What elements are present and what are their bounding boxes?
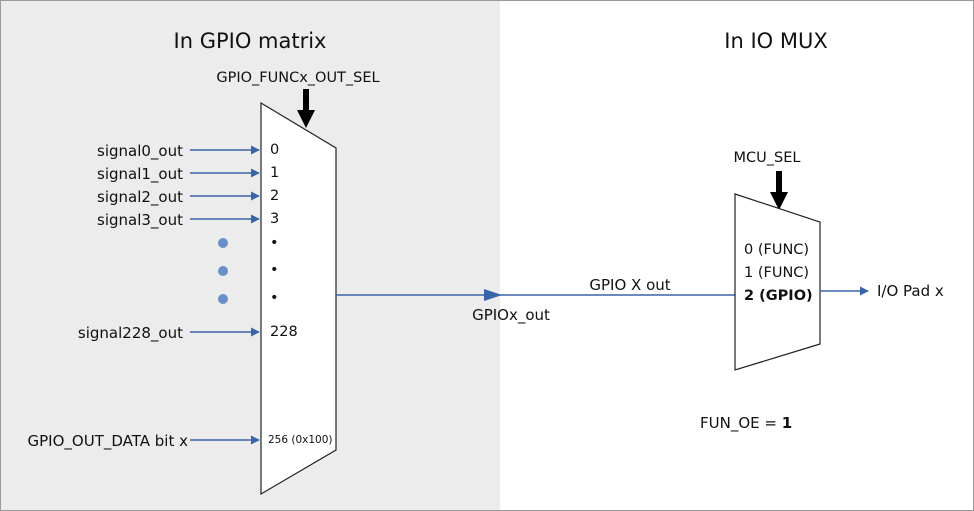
fun-oe-value: 1 bbox=[782, 414, 792, 432]
signal3-label: signal3_out bbox=[97, 211, 183, 230]
io-mux-box bbox=[734, 193, 821, 371]
signal2-label: signal2_out bbox=[97, 188, 183, 207]
fun-oe-note: FUN_OE = 1 bbox=[700, 414, 792, 433]
gpiox-out-arrowhead bbox=[484, 289, 502, 301]
ellipsis-dot-2: • bbox=[270, 262, 279, 278]
port-256-label: 256 (0x100) bbox=[268, 434, 333, 446]
mcu-sel-arrow bbox=[770, 171, 788, 210]
signal-ellipsis-dot-1 bbox=[218, 238, 228, 248]
port-228-label: 228 bbox=[270, 324, 298, 340]
port-3-label: 3 bbox=[270, 211, 279, 227]
port-0-label: 0 bbox=[270, 142, 279, 158]
mcu-sel-label: MCU_SEL bbox=[734, 150, 801, 166]
gpio-matrix-mux bbox=[260, 101, 337, 496]
signal-ellipsis-dot-2 bbox=[218, 266, 228, 276]
io-mux-input-2: 2 (GPIO) bbox=[744, 288, 813, 304]
gpio-matrix-region bbox=[0, 0, 500, 511]
signal1-label: signal1_out bbox=[97, 165, 183, 184]
io-pad-label: I/O Pad x bbox=[877, 282, 944, 300]
gpiox-out-label: GPIOx_out bbox=[472, 306, 550, 325]
io-mux-title: In IO MUX bbox=[724, 29, 827, 53]
port-2-label: 2 bbox=[270, 188, 279, 204]
gpio-x-out-label: GPIO X out bbox=[589, 276, 670, 294]
ellipsis-dot-1: • bbox=[270, 235, 279, 251]
gpio-matrix-title: In GPIO matrix bbox=[174, 29, 327, 53]
io-mux-input-0: 0 (FUNC) bbox=[744, 242, 809, 258]
signal0-label: signal0_out bbox=[97, 142, 183, 161]
io-mux-input-1: 1 (FUNC) bbox=[744, 265, 809, 281]
gpio-select-arrow bbox=[297, 89, 315, 128]
signal228-label: signal228_out bbox=[78, 324, 183, 343]
ellipsis-dot-3: • bbox=[270, 290, 279, 306]
gpio-out-data-label: GPIO_OUT_DATA bit x bbox=[28, 432, 189, 451]
signal-ellipsis-dot-3 bbox=[218, 294, 228, 304]
fun-oe-label: FUN_OE = bbox=[700, 414, 782, 433]
port-1-label: 1 bbox=[270, 165, 279, 181]
gpio-func-out-sel-label: GPIO_FUNCx_OUT_SEL bbox=[216, 70, 379, 86]
